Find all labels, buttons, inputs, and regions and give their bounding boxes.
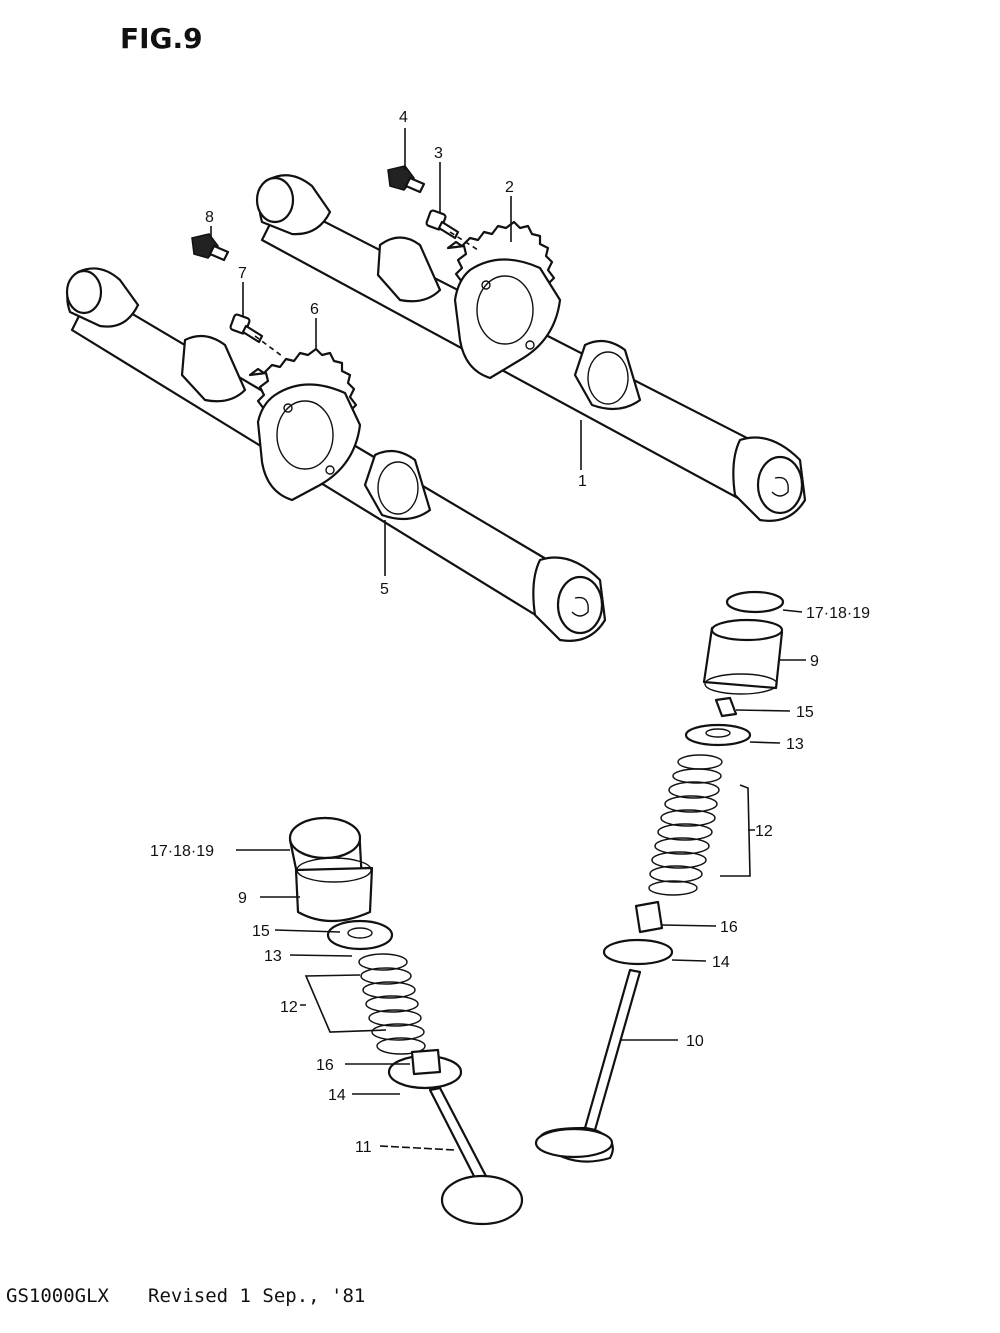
callout-16-left: 16 bbox=[316, 1057, 334, 1074]
callout-10: 10 bbox=[686, 1033, 704, 1050]
sprocket-bolt-8 bbox=[191, 233, 230, 262]
callout-6: 6 bbox=[310, 301, 319, 318]
sprocket-bolt-3 bbox=[425, 209, 460, 240]
leader-lines bbox=[210, 128, 806, 1151]
callout-11: 11 bbox=[355, 1139, 372, 1156]
callout-15-right: 15 bbox=[796, 704, 814, 721]
callout-17-18-19-left: 17·18·19 bbox=[150, 843, 214, 860]
intake-valve bbox=[428, 1086, 490, 1186]
callout-1: 1 bbox=[578, 473, 587, 490]
valve-spring-left bbox=[358, 953, 426, 1055]
callout-12-right: 12 bbox=[755, 823, 773, 840]
valve-assembly-left bbox=[288, 816, 524, 1226]
callout-17-18-19-right: 17·18·19 bbox=[806, 605, 870, 622]
valve-assembly-right bbox=[534, 590, 785, 1163]
callout-13-left: 13 bbox=[264, 948, 282, 965]
model-code: GS1000GLX bbox=[6, 1285, 110, 1307]
callout-13-right: 13 bbox=[786, 736, 804, 753]
callout-2: 2 bbox=[505, 179, 514, 196]
sprocket-bolt-4 bbox=[387, 165, 426, 194]
exhaust-valve bbox=[583, 968, 642, 1132]
callout-3: 3 bbox=[434, 145, 443, 162]
callout-8: 8 bbox=[205, 209, 214, 226]
callout-16-right: 16 bbox=[720, 919, 738, 936]
callout-5: 5 bbox=[380, 581, 389, 598]
camshaft-sprocket-lower bbox=[248, 347, 362, 502]
callout-9-left: 9 bbox=[238, 890, 247, 907]
camshaft-sprocket-upper bbox=[446, 220, 562, 380]
callout-14-right: 14 bbox=[712, 954, 730, 971]
valve-spring-right bbox=[648, 754, 723, 896]
revision-note: Revised 1 Sep., '81 bbox=[148, 1285, 365, 1307]
callout-7: 7 bbox=[238, 265, 247, 282]
callout-9-right: 9 bbox=[810, 653, 819, 670]
callout-4: 4 bbox=[399, 109, 408, 126]
callout-14-left: 14 bbox=[328, 1087, 346, 1104]
tappet-left bbox=[294, 866, 374, 922]
callout-15-left: 15 bbox=[252, 923, 270, 940]
callout-12-left: 12 bbox=[280, 999, 298, 1016]
figure-title: FIG.9 bbox=[120, 22, 203, 55]
shim-right bbox=[725, 590, 785, 614]
